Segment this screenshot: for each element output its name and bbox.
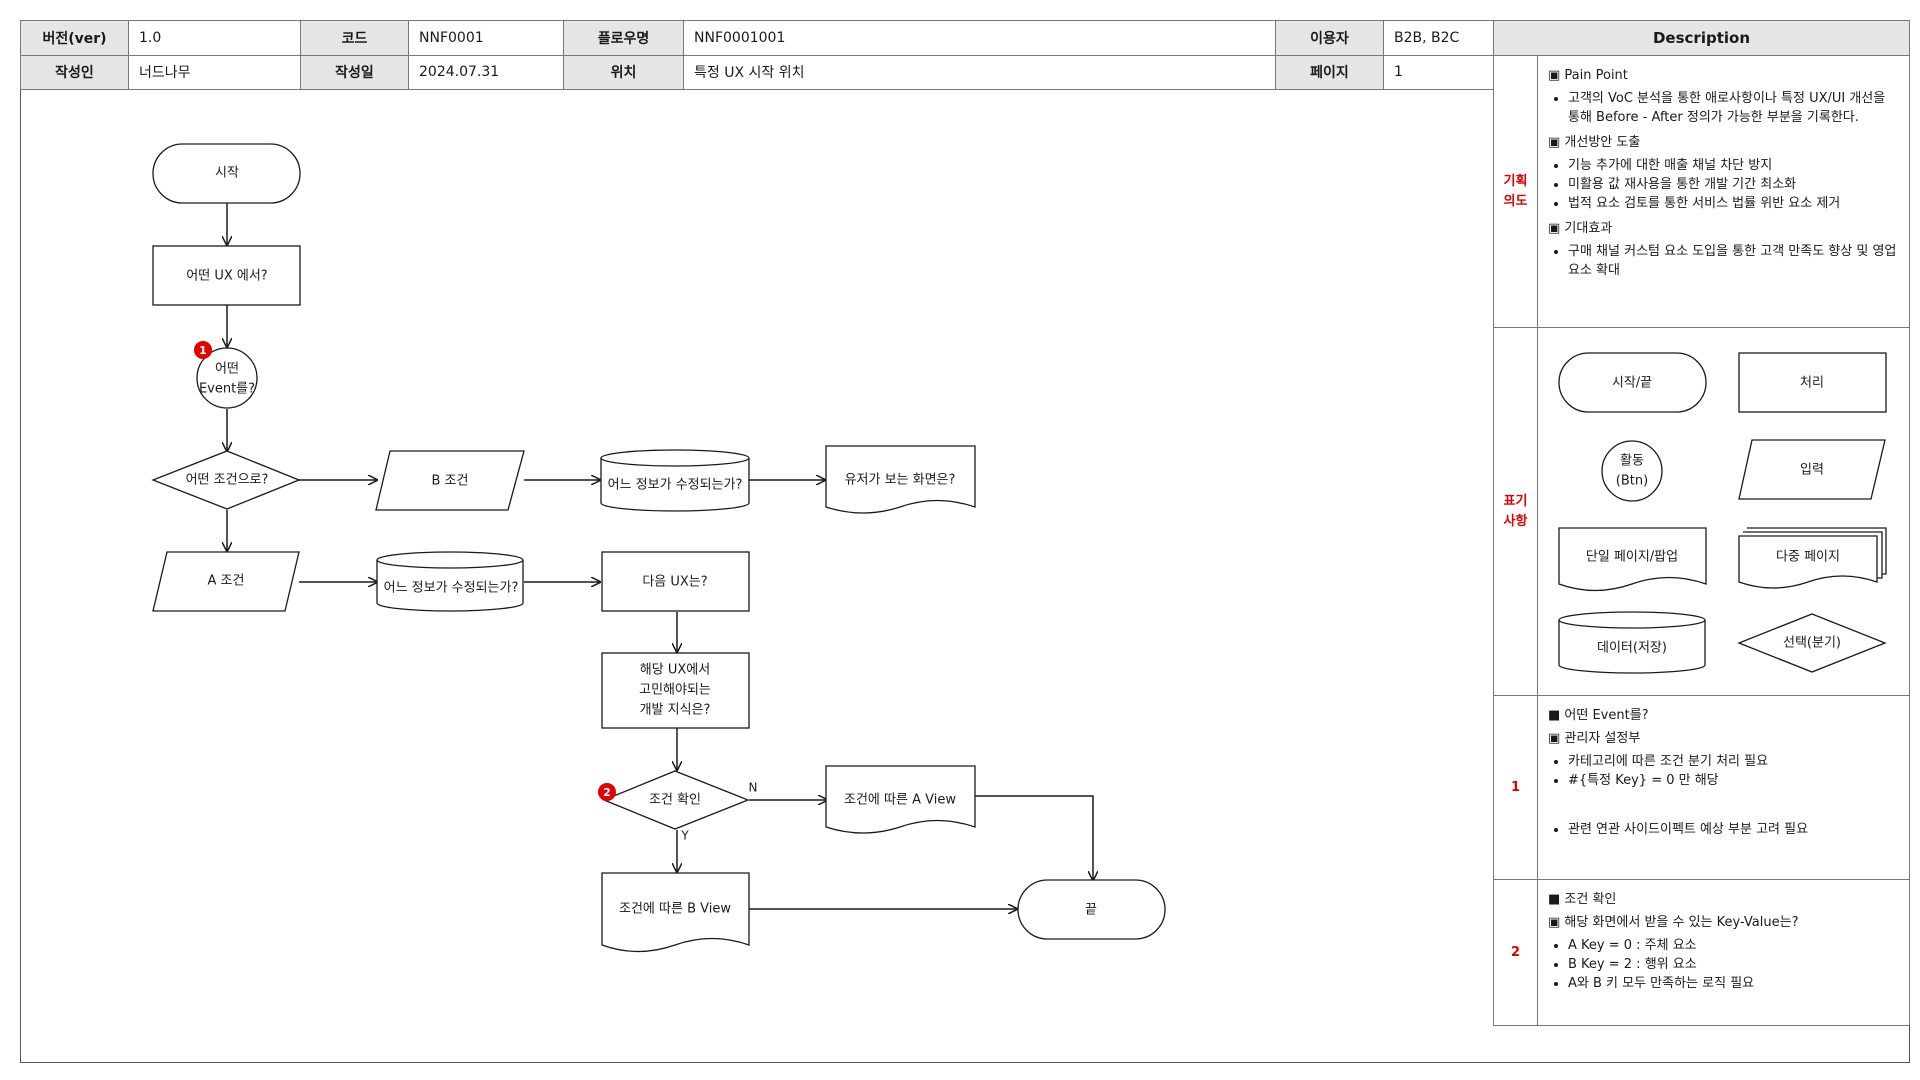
list-item: #{특정 Key} = 0 만 해당 xyxy=(1568,771,1899,790)
note1-label: 1 xyxy=(1493,695,1538,880)
description-title: Description xyxy=(1493,20,1910,56)
note2-title: ■ 조건 확인 xyxy=(1548,892,1617,907)
note1-body: ■ 어떤 Event를? ▣ 관리자 설정부 카테고리에 따른 조건 분기 처리… xyxy=(1537,695,1910,880)
list-item: 법적 요소 검토를 통한 서비스 법률 위반 요소 제거 xyxy=(1568,194,1899,213)
meta-table: 버전(ver) 1.0 코드 NNF0001 플로우명 NNF0001001 이… xyxy=(20,20,1494,90)
legend-body xyxy=(1537,327,1910,696)
list-item: 미활용 값 재사용을 통한 개발 기간 최소화 xyxy=(1568,175,1899,194)
list-item: 관련 연관 사이드이펙트 예상 부분 고려 필요 xyxy=(1568,820,1899,839)
intent-section-effect: ▣ 기대효과 구매 채널 커스텀 요소 도입을 통한 고객 만족도 향상 및 영… xyxy=(1548,219,1899,280)
section-title: ▣ Pain Point xyxy=(1548,68,1628,83)
note1-title: ■ 어떤 Event를? xyxy=(1548,708,1649,723)
legend-label: 표기 사항 xyxy=(1493,327,1538,696)
flow-name-value: NNF0001001 xyxy=(683,20,1276,56)
date-value: 2024.07.31 xyxy=(408,54,564,90)
list-item: A와 B 키 모두 만족하는 로직 필요 xyxy=(1568,974,1899,993)
version-label: 버전(ver) xyxy=(20,20,129,56)
list-item: A Key = 0 : 주체 요소 xyxy=(1568,936,1899,955)
author-value: 너드나무 xyxy=(128,54,301,90)
note2-label: 2 xyxy=(1493,879,1538,1026)
description-panel: Description 기획 의도 ▣ Pain Point 고객의 VoC 분… xyxy=(1493,20,1910,1026)
list-item: 구매 채널 커스텀 요소 도입을 통한 고객 만족도 향상 및 영업 요소 확대 xyxy=(1568,242,1899,280)
flow-name-label: 플로우명 xyxy=(563,20,684,56)
intent-label: 기획 의도 xyxy=(1493,55,1538,328)
list-item: B Key = 2 : 행위 요소 xyxy=(1568,955,1899,974)
list-item: 카테고리에 따른 조건 분기 처리 필요 xyxy=(1568,752,1899,771)
section-title: ▣ 개선방안 도출 xyxy=(1548,135,1641,150)
section-title: ▣ 기대효과 xyxy=(1548,221,1613,236)
version-value: 1.0 xyxy=(128,20,301,56)
list-item: 기능 추가에 대한 매출 채널 차단 방지 xyxy=(1568,156,1899,175)
note2-body: ■ 조건 확인 ▣ 해당 화면에서 받을 수 있는 Key-Value는? A … xyxy=(1537,879,1910,1026)
location-value: 특정 UX 시작 위치 xyxy=(683,54,1276,90)
date-label: 작성일 xyxy=(300,54,409,90)
list-item: 고객의 VoC 분석을 통한 애로사항이나 특정 UX/UI 개선을 통해 Be… xyxy=(1568,89,1899,127)
intent-section-pain-point: ▣ Pain Point 고객의 VoC 분석을 통한 애로사항이나 특정 UX… xyxy=(1548,66,1899,127)
page-label: 페이지 xyxy=(1275,54,1384,90)
intent-section-improvement: ▣ 개선방안 도출 기능 추가에 대한 매출 채널 차단 방지 미활용 값 재사… xyxy=(1548,133,1899,213)
intent-body: ▣ Pain Point 고객의 VoC 분석을 통한 애로사항이나 특정 UX… xyxy=(1537,55,1910,328)
note1-subtitle: ▣ 관리자 설정부 xyxy=(1548,731,1641,746)
location-label: 위치 xyxy=(563,54,684,90)
user-label: 이용자 xyxy=(1275,20,1384,56)
author-label: 작성인 xyxy=(20,54,129,90)
code-label: 코드 xyxy=(300,20,409,56)
page-value: 1 xyxy=(1383,54,1494,90)
note2-subtitle: ▣ 해당 화면에서 받을 수 있는 Key-Value는? xyxy=(1548,915,1799,930)
user-value: B2B, B2C xyxy=(1383,20,1494,56)
code-value: NNF0001 xyxy=(408,20,564,56)
